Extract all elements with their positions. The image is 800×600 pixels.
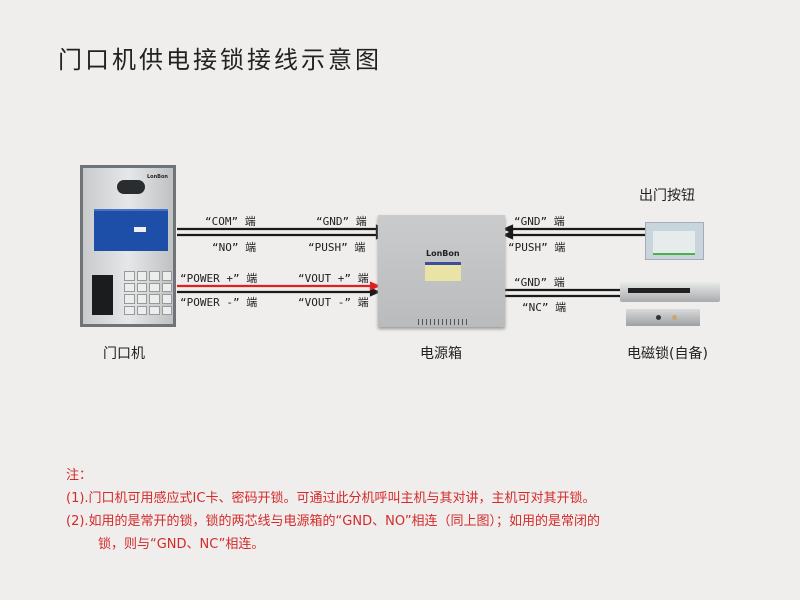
door-unit-image: LonBon <box>80 165 176 327</box>
label-com: “COM” 端 <box>205 215 256 228</box>
page-title: 门口机供电接锁接线示意图 <box>58 46 382 74</box>
exit-button-image <box>645 222 704 260</box>
door-unit-caption: 门口机 <box>103 346 145 362</box>
label-gnd-button: “GND” 端 <box>514 215 565 228</box>
power-box-caption: 电源箱 <box>420 346 462 362</box>
keypad-icon <box>124 271 172 315</box>
power-box-brand: LonBon <box>426 249 460 258</box>
label-push-box: “PUSH” 端 <box>308 241 366 254</box>
label-power-minus: “POWER -” 端 <box>180 296 258 309</box>
armature-plate-image <box>626 309 700 326</box>
label-push-button: “PUSH” 端 <box>508 241 566 254</box>
label-power-plus: “POWER +” 端 <box>180 272 258 285</box>
label-vout-minus: “VOUT -” 端 <box>298 296 369 309</box>
label-gnd-box: “GND” 端 <box>316 215 367 228</box>
arrow-left-icon <box>502 230 514 240</box>
power-box-image: LonBon <box>378 215 505 327</box>
camera-icon <box>117 180 145 194</box>
note-3: 锁，则与“GND、NC”相连。 <box>98 537 265 552</box>
label-nc-lock: “NC” 端 <box>522 301 567 314</box>
mag-lock-caption: 电磁锁(自备) <box>627 346 708 362</box>
box-label <box>425 262 461 281</box>
exit-button-caption: 出门按钮 <box>639 188 695 204</box>
label-gnd-lock: “GND” 端 <box>514 276 565 289</box>
arrow-right-icon <box>369 287 381 297</box>
arrow-right-icon <box>369 281 381 291</box>
vents <box>418 319 468 325</box>
note-2: (2).如用的是常开的锁，锁的两芯线与电源箱的“GND、NO”相连（同上图）；如… <box>66 514 601 529</box>
mag-lock-image <box>620 282 720 302</box>
door-unit-brand: LonBon <box>147 174 168 180</box>
card-reader-icon <box>92 275 113 315</box>
notes-heading: 注： <box>66 468 93 483</box>
label-vout-plus: “VOUT +” 端 <box>298 272 369 285</box>
note-1: (1).门口机可用感应式IC卡、密码开锁。可通过此分机呼叫主机与其对讲，主机可对… <box>66 491 596 506</box>
label-no: “NO” 端 <box>212 241 257 254</box>
screen <box>94 209 168 251</box>
arrow-left-icon <box>502 224 514 234</box>
